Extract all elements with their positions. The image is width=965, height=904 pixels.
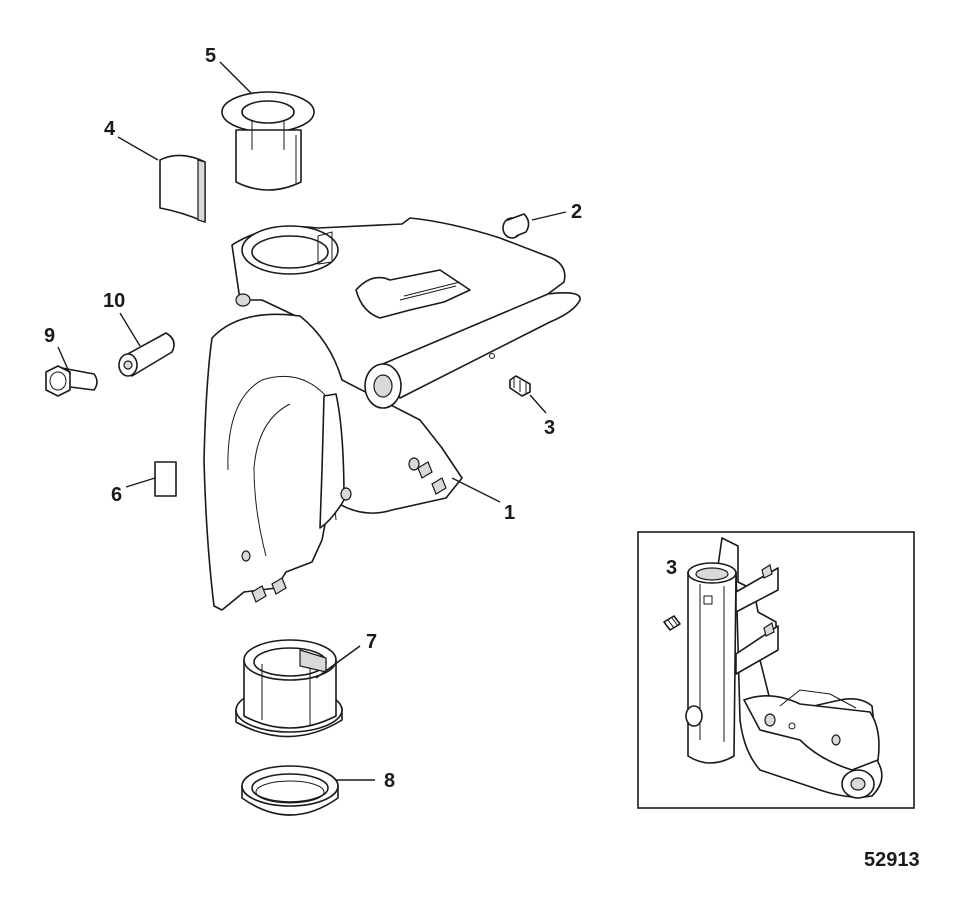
upper-bushing-part — [221, 91, 315, 191]
callout-part-5: 5 — [205, 45, 216, 67]
callout-part-2: 2 — [571, 201, 582, 223]
leader-lines — [57, 61, 673, 781]
inset-callout-part-3: 3 — [666, 557, 677, 579]
cap-part — [502, 213, 530, 239]
callout-part-3: 3 — [544, 417, 555, 439]
callout-part-4: 4 — [104, 118, 116, 140]
callout-part-6: 6 — [111, 484, 122, 506]
seal-ring-part — [241, 765, 339, 816]
callout-part-8: 8 — [384, 770, 395, 792]
callout-part-10: 10 — [103, 290, 125, 312]
spacer-tube-part — [118, 332, 175, 377]
lower-bushing-part — [235, 639, 343, 738]
callout-part-7: 7 — [366, 631, 377, 653]
callout-part-1: 1 — [504, 502, 515, 524]
callout-part-9: 9 — [44, 325, 55, 347]
inset-detail-view: 3 — [637, 531, 915, 809]
inset-swivel-bracket — [685, 537, 883, 799]
swivel-bracket-part — [203, 217, 581, 611]
pad-part — [159, 154, 206, 223]
grease-fitting-part — [509, 375, 531, 397]
figure-number: 52913 — [864, 849, 920, 871]
decal-part — [154, 461, 177, 497]
inset-grease-fitting — [663, 615, 681, 631]
bolt-part — [45, 365, 98, 397]
